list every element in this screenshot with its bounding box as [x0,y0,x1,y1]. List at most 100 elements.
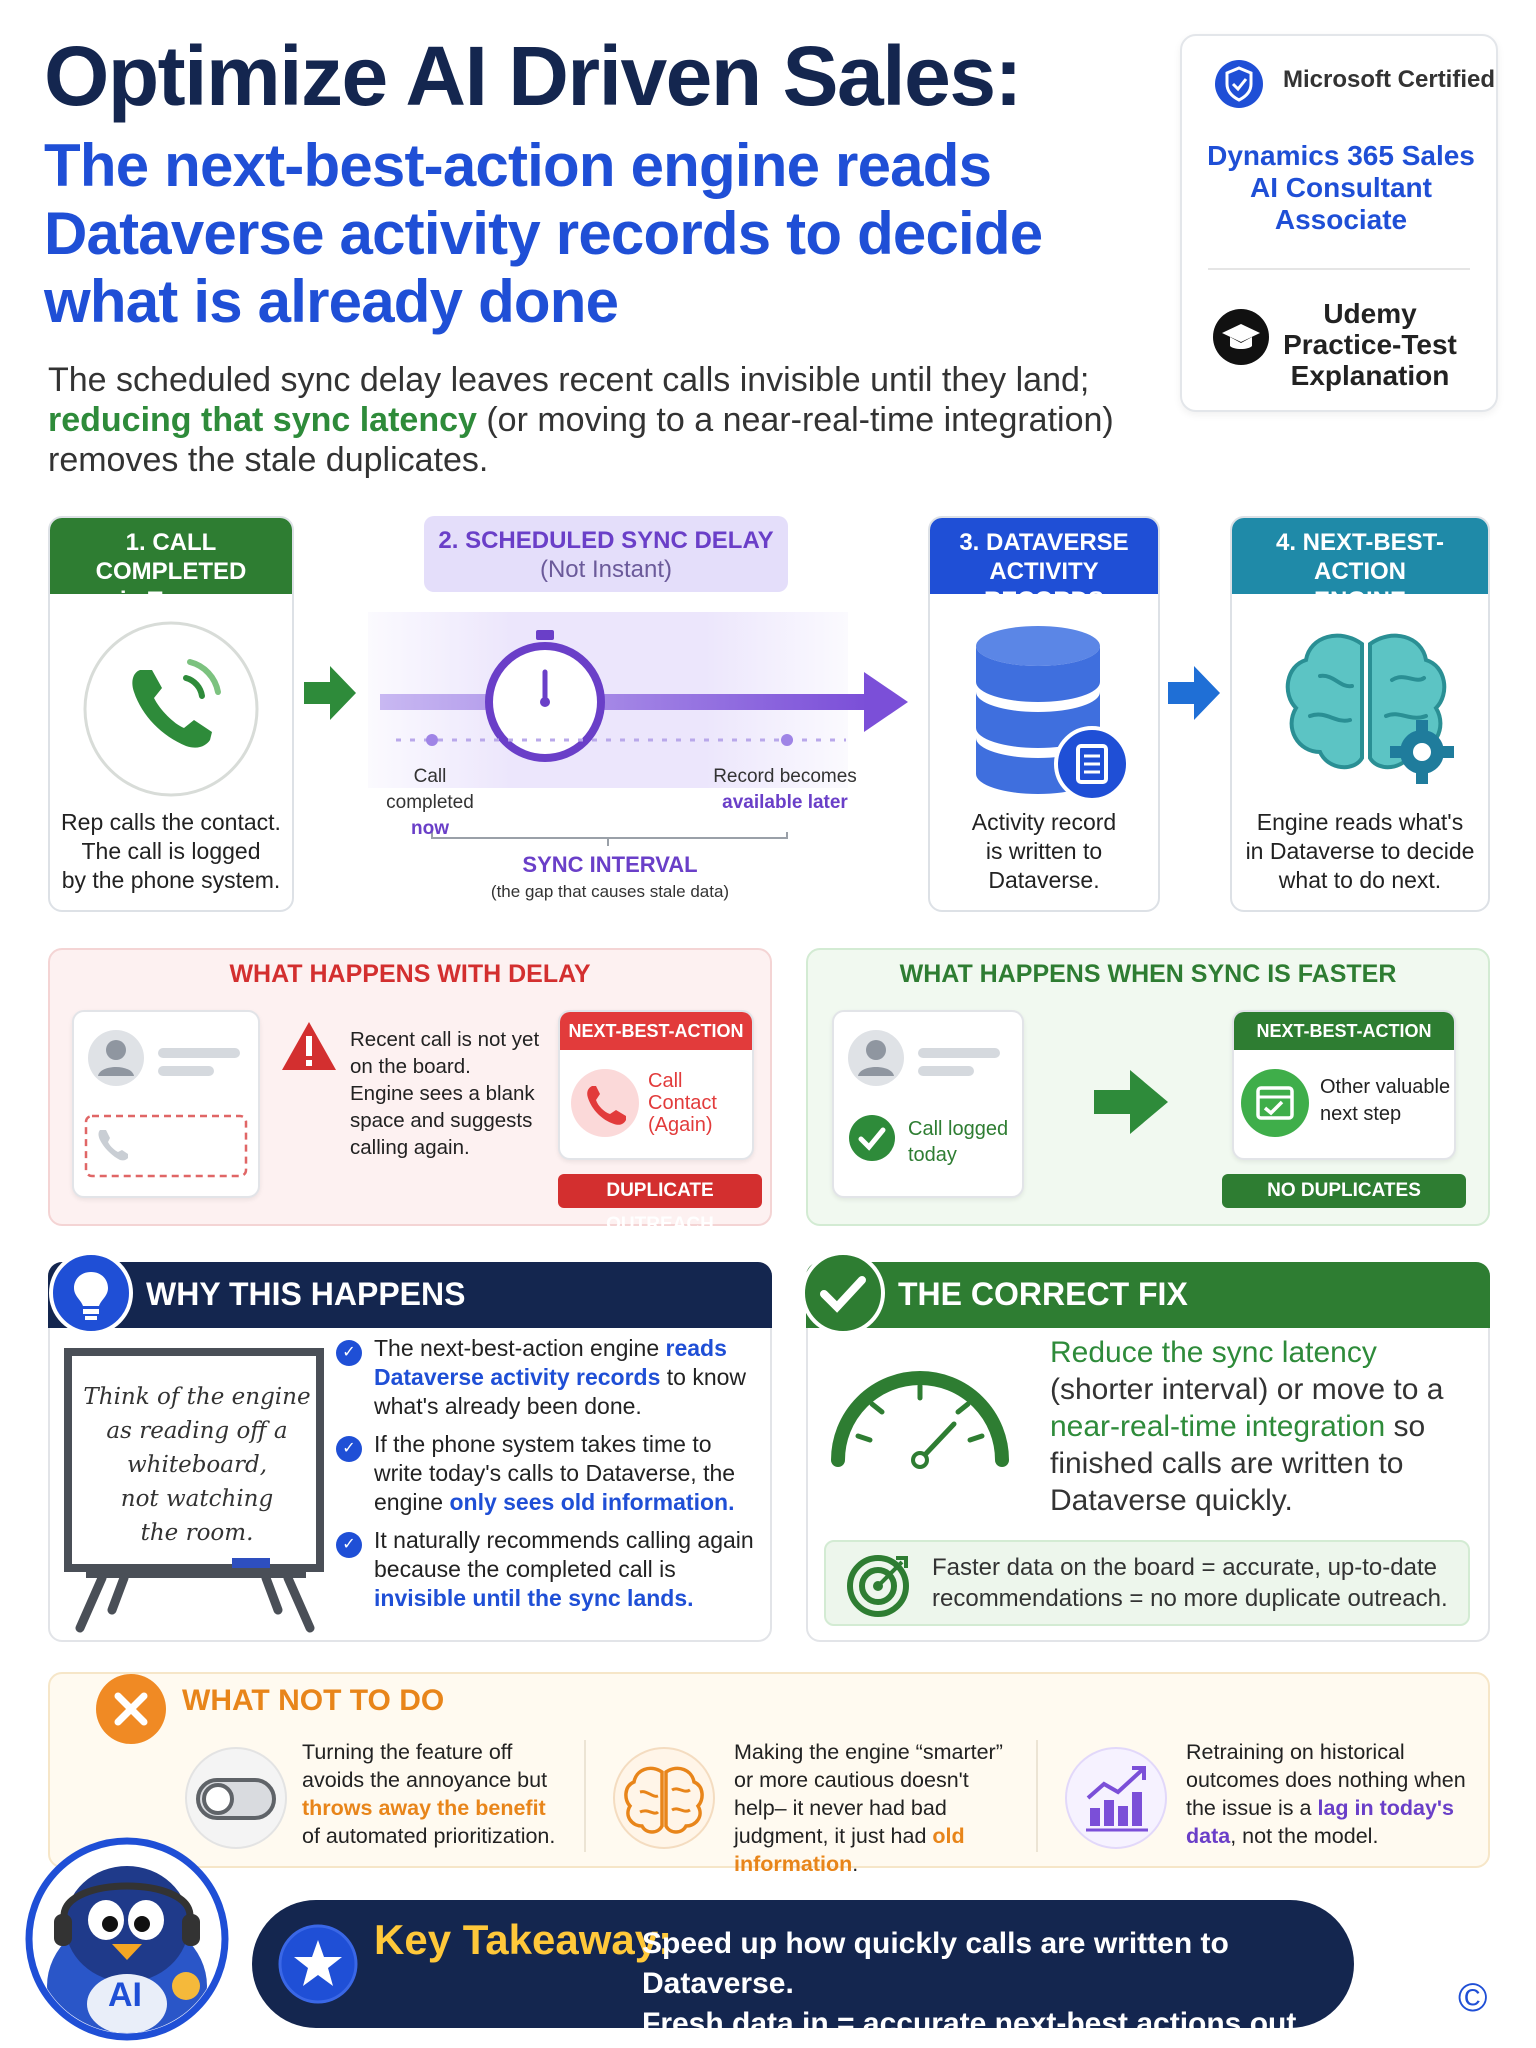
step3-desc-line1: Activity record [971,809,1117,835]
fix-result-text: Faster data on the board = accurate, up-… [932,1554,1448,1612]
nba-valuable-line1: Other valuable [1320,1076,1451,1098]
what-not-to-do-panel [48,1672,1490,1868]
step3-subtitle: ACTIVITY RECORDS [983,558,1104,614]
call-logged-line2: today [908,1144,957,1166]
step-sync-delay-header: 2. SCHEDULED SYNC DELAY (Not Instant) [424,516,788,592]
mascot-badge: AI [108,1976,142,2014]
dont-item-2-a: Making the engine “smarter” or more caut… [734,1740,1003,1848]
contact-avatar-icon [84,1030,248,1178]
penguin-mascot-icon [25,1837,229,2041]
why-bullet-1-a: The next-best-action engine [374,1335,666,1361]
dont-item-3: Retraining on historical outcomes does n… [1186,1738,1478,1850]
nba-duplicate-action: Call Contact (Again) [648,1070,717,1136]
brain-icon [613,1747,715,1849]
arrow-right-icon [1094,1070,1168,1134]
no-duplicates-badge: NO DUPLICATES [1222,1174,1466,1208]
delay-warning-line1: Recent call is not yet [350,1028,540,1051]
dont-item-3-b: lag in today's data [1186,1796,1454,1848]
arrow-right-icon [304,666,356,720]
why-bullet-3: It naturally recommends calling again be… [374,1526,764,1613]
step1-desc-line1: Rep calls the contact. [61,809,281,835]
why-title: WHY THIS HAPPENS [146,1276,466,1312]
sync-end-sub: available later [722,792,848,813]
fix-text-g1: Reduce the sync latency [1050,1336,1377,1369]
step1-title: 1. CALL COMPLETED [95,529,247,585]
whiteboard-icon [64,1348,324,1633]
nba-card-duplicate: NEXT-BEST-ACTION Call Contact (Again) [558,1010,754,1160]
sync-interval-label: SYNC INTERVAL (the gap that causes stale… [440,852,780,902]
nba-duplicate-line2: Contact [648,1092,717,1114]
takeaway-line1: Speed up how quickly calls are written t… [642,1927,1229,2000]
fix-result-box [824,1540,1470,1626]
calendar-check-icon [1241,1069,1309,1137]
step1-desc: Rep calls the contact. The call is logge… [50,808,292,895]
divider [1036,1740,1038,1852]
dont-item-1-a: Turning the feature off avoids the annoy… [302,1740,548,1792]
page-title: Optimize AI Driven Sales: [44,29,1023,123]
delay-warning-line3: Engine sees a blank [350,1082,535,1105]
step3-desc-line2: is written to [985,838,1103,864]
step4-title: 4. NEXT-BEST-ACTION [1275,529,1445,585]
check-icon: ✓ [336,1436,362,1462]
step1-header: 1. CALL COMPLETED in Teams [50,518,292,614]
star-icon [278,1924,358,2004]
step-next-best-action-engine: 4. NEXT-BEST-ACTION ENGINE Engine reads … [1230,516,1490,912]
warning-icon [282,1022,336,1070]
duplicate-outreach-badge: DUPLICATE OUTREACH [558,1174,762,1235]
key-takeaway-label: Key Takeaway: [374,1916,673,1963]
brain-gear-icon [1285,633,1454,784]
step3-desc-line3: Dataverse. [988,867,1100,893]
step1-subtitle: in Teams [119,587,223,614]
sync-start-sub: now [411,818,449,839]
stopwatch-icon [485,630,605,762]
lightbulb-icon [49,1251,133,1335]
step4-desc: Engine reads what's in Dataverse to deci… [1232,808,1488,895]
fix-text-t1: (shorter interval) or move to a [1050,1373,1444,1406]
arrow-right-icon [1168,666,1220,720]
why-bullet-2-b: only sees old information. [449,1489,735,1515]
phone-icon [83,621,259,797]
cert-issuer: Microsoft Certified [1283,66,1496,93]
fix-header-bar [806,1262,1490,1328]
key-takeaway-text: Speed up how quickly calls are written t… [642,1924,1342,2044]
divider [584,1740,586,1852]
intro-part1: The scheduled sync delay leaves recent c… [48,361,1090,399]
nba-label-red: NEXT-BEST-ACTION [560,1012,752,1050]
nba-duplicate-line1: Call [648,1070,683,1092]
why-bullet-1: The next-best-action engine reads Datave… [374,1334,764,1421]
dont-item-3-c: , not the model. [1230,1824,1379,1848]
delay-warning-text: Recent call is not yet on the board. Eng… [350,1026,560,1161]
dont-item-1-c: of automated prioritization. [302,1824,556,1848]
delay-warning-line4: space and suggests [350,1109,533,1132]
contact-card-logged: Call logged today [832,1010,1024,1198]
why-bullet-2: If the phone system takes time to write … [374,1430,764,1517]
call-logged-line1: Call logged [908,1118,1009,1140]
page-subtitle: The next-best-action engine reads Datave… [44,132,1043,335]
fix-title: THE CORRECT FIX [898,1276,1188,1312]
intro-part2: (or moving to a near-real-time integrati… [48,401,1114,479]
sync-interval-sub: (the gap that causes stale data) [490,882,730,901]
intro-green: reducing that sync latency [48,401,477,439]
whiteboard-text: Think of the engine as reading off a whi… [80,1380,314,1550]
check-circle-icon [849,1115,895,1161]
sync-end-label: Record becomes available later [700,764,870,816]
sync-start-text: Call completed [386,766,474,813]
whiteboard-line2: as reading off a [106,1418,288,1444]
phone-icon [571,1069,639,1137]
sync-start-label: Call completed now [370,764,490,842]
graduation-cap-icon [1213,309,1269,365]
fix-text-t2: so finished calls are written to Dataver… [1050,1410,1426,1517]
whiteboard-line5: the room. [140,1520,254,1546]
target-icon [847,1555,909,1617]
check-icon: ✓ [336,1340,362,1366]
why-bullet-1-c: to know what's already been done. [374,1364,747,1419]
why-bullet-2-a: If the phone system takes time to write … [374,1431,736,1515]
takeaway-line2: Fresh data in = accurate next-best actio… [642,2007,1305,2040]
close-icon [96,1674,166,1744]
checkmark-icon [801,1251,885,1335]
toggle-off-icon [185,1747,287,1849]
step3-title: 3. DATAVERSE [959,529,1129,556]
key-takeaway-bar [252,1900,1354,2028]
step3-header: 3. DATAVERSE ACTIVITY RECORDS [930,518,1158,614]
dont-item-2-b: old information [734,1824,965,1876]
